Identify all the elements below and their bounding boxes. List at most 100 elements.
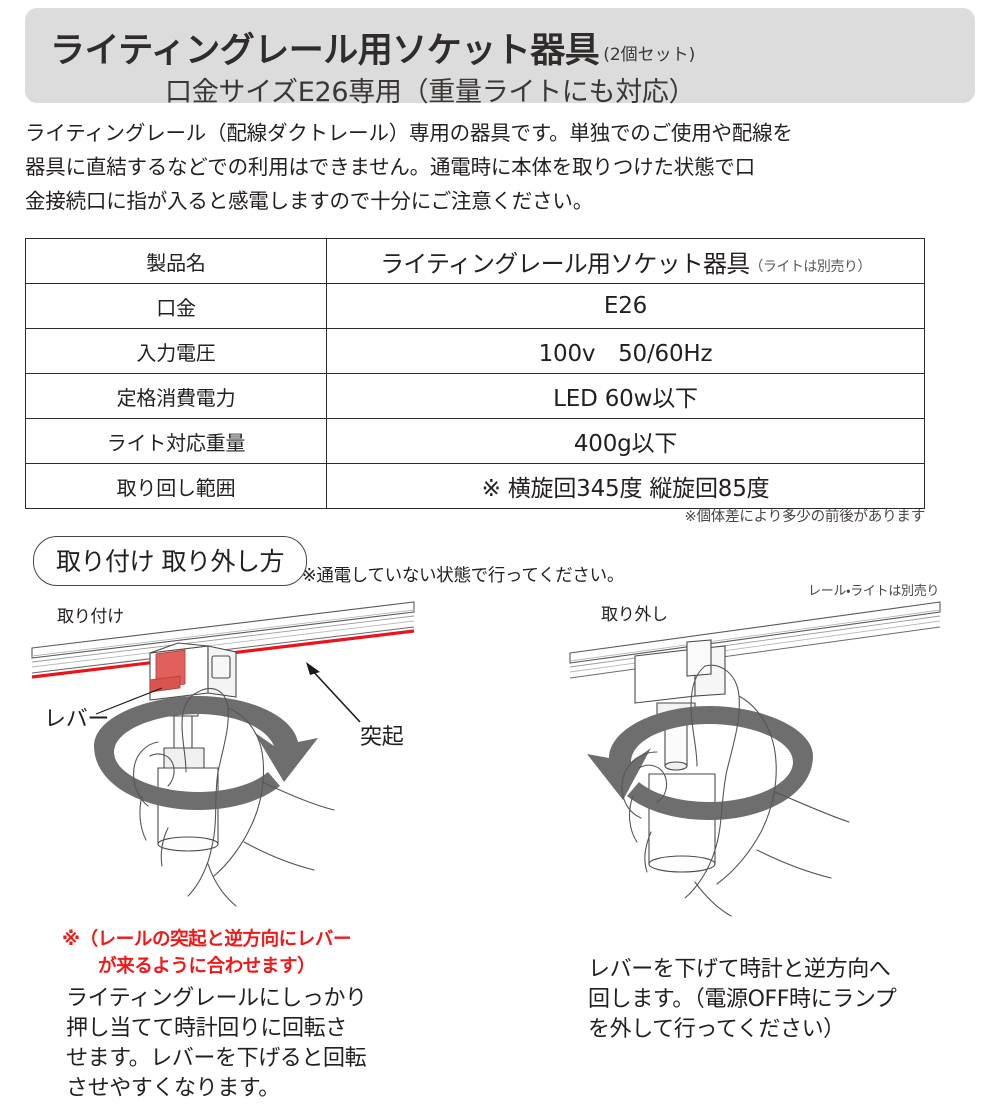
intro-line-3: 金接続口に指が入ると感電しますので十分にご注意ください。 [25, 189, 593, 213]
rail-groove-line-1 [569, 609, 941, 662]
table-row: 口金 E26 [25, 283, 925, 329]
lever-leader-line [95, 687, 163, 715]
boss-leader-line [309, 667, 361, 723]
callout-lever: レバー [44, 707, 110, 732]
hand-outline [133, 688, 335, 907]
hand-palm-left [628, 795, 638, 843]
hand-knuckle-contour [716, 695, 777, 885]
page-subtitle: 口金サイズE26専用（重量ライトにも対応） [165, 77, 696, 108]
hand-knuckle-contour [213, 707, 265, 877]
spec-value: E26 [326, 283, 925, 329]
install-caption-line-4: させやすくなります。 [66, 1076, 280, 1101]
install-caption-line-3: せます。レバーを下げると回転 [66, 1046, 367, 1071]
hand-wrist-upper [774, 791, 850, 823]
intro-line-2: 器具に直結するなどでの利用はできません。通電時に本体を取りつけた状態で口 [25, 155, 755, 179]
callout-protrusion: 突起 [360, 725, 404, 750]
socket-barrel-bottom [157, 836, 219, 852]
hand-thumb-tip [638, 764, 668, 803]
socket-mount-top [149, 642, 209, 654]
install-caption-line-2: 押し当てて時計回りに回転さ [66, 1016, 347, 1041]
page-title-suffix: (2個セット) [603, 45, 696, 65]
spec-value-note: （ライトは別売り） [749, 258, 871, 275]
spec-value: ライティングレール用ソケット器具（ライトは別売り） [326, 238, 925, 284]
sold-separately-note: レール・ライトは別売り [808, 584, 940, 599]
rail-group [569, 601, 941, 679]
rotation-arrow-counter-clockwise [587, 706, 813, 820]
rail-lower-edge [569, 626, 941, 679]
rail-group [31, 601, 415, 679]
spec-table: 製品名 ライティングレール用ソケット器具（ライトは別売り） 口金 E26 入力電… [25, 238, 925, 509]
figure-remove-label: 取り外し [601, 605, 668, 625]
table-row: 定格消費電力 LED 60w以下 [25, 373, 925, 419]
socket-detail-panel [211, 655, 231, 679]
boss-leader-arrowhead [306, 662, 320, 675]
socket-barrel-bottom [648, 855, 716, 873]
hand-palm-left [139, 795, 147, 841]
install-caption: ライティングレールにしっかり 押し当てて時計回りに回転さ せます。レバーを下げる… [66, 984, 466, 1104]
install-caption-line-1: ライティングレールにしっかり [66, 986, 367, 1011]
spec-value-text: ライティングレール用ソケット器具 [380, 249, 750, 278]
remove-illustration [569, 601, 941, 917]
hand-index-left-edge [181, 691, 199, 773]
figure-remove: 取り外し [565, 596, 1000, 926]
spec-value: LED 60w以下 [326, 373, 925, 419]
remove-caption-line-1: レバーを下げて時計と逆方向へ [588, 957, 891, 982]
spec-key: 入力電圧 [25, 328, 327, 374]
install-warning-line-2: が来るように合わせます） [98, 956, 316, 977]
rotation-arrow-clockwise [94, 696, 318, 810]
hand-index-left-edge [690, 665, 706, 767]
hand-wrist-upper [261, 781, 335, 811]
hand-wrist-lower [243, 841, 315, 871]
socket-lever-housing [686, 639, 712, 677]
howto-heading-pill: 取り付け 取り外し方 [33, 536, 307, 586]
illustration-row: 取り付け [0, 596, 1000, 926]
table-row: ライト対応重量 400g以下 [25, 418, 925, 464]
figure-install: 取り付け [22, 596, 522, 926]
arrow-band-clockwise [94, 696, 318, 810]
hand-finger-fold [160, 827, 169, 867]
remove-caption-line-3: を外して行ってください） [588, 1017, 845, 1042]
remove-caption-line-2: 回します。（電源OFF時にランプ [588, 987, 897, 1012]
intro-paragraph: ライティングレール（配線ダクトレール）専用の器具です。単独でのご使用や配線を 器… [25, 116, 925, 218]
rail-groove-line-3 [31, 620, 415, 668]
install-warning: ※（レールの突起と逆方向にレバー が来るように合わせます） [62, 926, 462, 980]
header-banner: ライティングレール用ソケット器具(2個セット) 口金サイズE26専用（重量ライト… [25, 8, 975, 108]
hand-outline [621, 664, 850, 917]
rail-top-face [31, 601, 415, 659]
rail-groove-line-1 [31, 609, 415, 657]
hand-index-finger [187, 688, 229, 897]
hand-finger-fold [644, 831, 652, 873]
hand-thumb [133, 741, 159, 807]
spec-table-body: 製品名 ライティングレール用ソケット器具（ライトは別売り） 口金 E26 入力電… [25, 238, 925, 509]
boss-leader-arrow [306, 662, 361, 723]
spec-key: 口金 [25, 283, 327, 329]
intro-line-1: ライティングレール（配線ダクトレール）専用の器具です。単独でのご使用や配線を [25, 121, 793, 145]
remove-caption: レバーを下げて時計と逆方向へ 回します。（電源OFF時にランプ を外して行ってく… [588, 955, 988, 1045]
hand-lower-palm [207, 863, 237, 907]
lever-group [149, 649, 186, 693]
install-illustration [31, 601, 415, 907]
rail-groove-line-3 [569, 620, 941, 673]
hand-wrist-lower [756, 849, 832, 879]
rail-groove-line-2 [31, 615, 415, 663]
hand-lower-palm [694, 881, 732, 917]
figure-install-label: 取り付け [57, 607, 124, 627]
socket-mount-block [634, 648, 696, 704]
install-warning-line-1: ※（レールの突起と逆方向にレバー [62, 929, 352, 950]
spec-key: 取り回し範囲 [25, 463, 327, 509]
table-row: 製品名 ライティングレール用ソケット器具（ライトは別売り） [25, 238, 925, 284]
hand-thumb [621, 751, 658, 819]
hand-index-finger [684, 664, 740, 899]
page-title-main: ライティングレール用ソケット器具 [50, 31, 600, 71]
spec-key: ライト対応重量 [25, 418, 327, 464]
spec-value: 400g以下 [326, 418, 925, 464]
spec-value: ※ 横旋回345度 縦旋回85度 [326, 463, 925, 509]
socket-shaft-collar-bottom [664, 761, 688, 771]
spec-key: 製品名 [25, 238, 327, 284]
table-row: 入力電圧 100ⅴ 50/60Hz [25, 328, 925, 374]
spec-table-footnote: ※個体差により多少の前後があります [684, 509, 926, 525]
page-title: ライティングレール用ソケット器具(2個セット) [50, 22, 695, 73]
spec-key: 定格消費電力 [25, 373, 327, 419]
spec-value: 100ⅴ 50/60Hz [326, 328, 925, 374]
